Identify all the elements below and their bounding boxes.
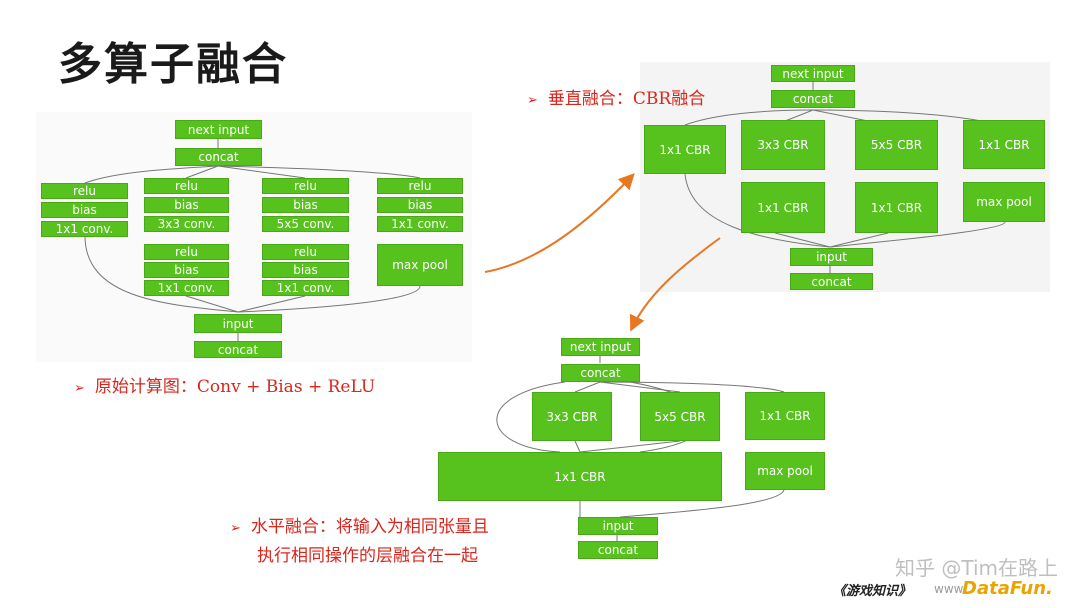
left-wire-2 <box>185 295 239 313</box>
bottom-input-box: input <box>578 517 658 535</box>
left-col3-conv: 5x5 conv. <box>262 216 349 232</box>
caption-original-text: 原始计算图：Conv + Bias + ReLU <box>94 377 376 397</box>
right-concat-bottom-box: concat <box>790 273 873 290</box>
bottom-concat-bottom-box: concat <box>578 541 658 559</box>
bottom-cbr-1x1-right: 1x1 CBR <box>745 392 825 440</box>
bottom-wire-8 <box>599 381 681 393</box>
right-concat-top-box: concat <box>771 90 855 108</box>
left-wire-4 <box>237 285 421 313</box>
bottom-wire-3 <box>574 440 581 453</box>
left-col2-lower-bias: bias <box>144 262 229 278</box>
left-next-input-box: next input <box>175 120 262 139</box>
left-col2-bias: bias <box>144 197 229 213</box>
right-cbr-5x5: 5x5 CBR <box>855 120 938 170</box>
right-wire-3 <box>829 232 889 248</box>
bottom-wire-5 <box>496 381 566 453</box>
left-col1-conv: 1x1 conv. <box>41 221 128 237</box>
bottom-cbr-3x3: 3x3 CBR <box>532 392 612 441</box>
left-wire-1 <box>84 235 239 313</box>
left-col3-lower-bias: bias <box>262 262 349 278</box>
right-wire-4 <box>829 221 1006 248</box>
right-wire-5 <box>684 109 814 126</box>
right-cbr-1x1-d: 1x1 CBR <box>855 182 938 233</box>
left-concat-bottom-box: concat <box>194 341 282 358</box>
caption-vertical-fusion: ➢ 垂直融合：CBR融合 <box>527 84 705 109</box>
right-cbr-1x1-b: 1x1 CBR <box>963 120 1045 169</box>
right-cbr-1x1-c: 1x1 CBR <box>741 182 825 233</box>
caption-vertical-text: 垂直融合：CBR融合 <box>547 89 706 109</box>
left-col3-lower-conv: 1x1 conv. <box>262 280 349 296</box>
left-col3-lower-relu: relu <box>262 244 349 260</box>
flow-arrow-to-horizontal <box>629 237 721 332</box>
left-col3-bias: bias <box>262 197 349 213</box>
bullet-arrow-icon: ➢ <box>527 93 538 108</box>
flow-arrow-to-vertical <box>484 173 635 273</box>
caption-horizontal-fusion-1: ➢ 水平融合：将输入为相同张量且 <box>230 512 489 537</box>
bottom-wire-9 <box>599 381 785 393</box>
left-wire-8 <box>217 165 421 179</box>
game-brand-logo: 《游戏知识》 <box>833 584 912 599</box>
right-max-pool: max pool <box>963 182 1045 222</box>
bottom-next-input-box: next input <box>561 338 640 356</box>
left-col4-bias: bias <box>377 197 463 213</box>
bottom-wire-2 <box>619 489 785 518</box>
left-wire-7 <box>217 165 306 179</box>
left-col4-conv: 1x1 conv. <box>377 216 463 232</box>
bottom-cbr-5x5: 5x5 CBR <box>640 392 720 441</box>
bottom-wire-4 <box>579 440 681 453</box>
right-next-input-box: next input <box>771 65 855 82</box>
right-cbr-3x3: 3x3 CBR <box>741 120 825 170</box>
left-col4-relu: relu <box>377 178 463 194</box>
bottom-concat-top-box: concat <box>561 364 640 382</box>
left-col1-relu: relu <box>41 183 128 199</box>
left-wire-5 <box>84 165 219 184</box>
datafun-logo: DataFun. <box>962 578 1053 599</box>
site-prefix: www. <box>934 582 967 596</box>
right-input-box: input <box>790 248 873 266</box>
slide-title: 多算子融合 <box>58 39 288 90</box>
bullet-arrow-icon: ➢ <box>74 381 85 396</box>
right-wire-2 <box>774 232 831 248</box>
left-col2-conv: 3x3 conv. <box>144 216 229 232</box>
left-col2-lower-relu: relu <box>144 244 229 260</box>
left-col3-relu: relu <box>262 178 349 194</box>
caption-original-graph: ➢ 原始计算图：Conv + Bias + ReLU <box>74 372 375 397</box>
left-col4-max-pool: max pool <box>377 244 463 286</box>
bottom-wide-cbr: 1x1 CBR <box>438 452 722 501</box>
left-input-box: input <box>194 314 282 333</box>
left-wire-6 <box>185 165 219 179</box>
left-wire-3 <box>237 295 306 313</box>
left-col2-relu: relu <box>144 178 229 194</box>
zhihu-watermark: 知乎 @Tim在路上 <box>895 556 1058 580</box>
bottom-max-pool: max pool <box>745 452 825 490</box>
caption-horizontal-fusion-2: 执行相同操作的层融合在一起 <box>257 541 478 566</box>
caption-horizontal-text-2: 执行相同操作的层融合在一起 <box>257 546 478 566</box>
caption-horizontal-text-1: 水平融合：将输入为相同张量且 <box>250 517 489 537</box>
left-col2-lower-conv: 1x1 conv. <box>144 280 229 296</box>
left-concat-top-box: concat <box>175 148 262 166</box>
bullet-arrow-icon: ➢ <box>230 521 241 536</box>
right-cbr-1x1-a: 1x1 CBR <box>644 125 726 174</box>
left-col1-bias: bias <box>41 202 128 218</box>
right-wire-1 <box>684 173 831 248</box>
bottom-wire-7 <box>574 381 601 393</box>
